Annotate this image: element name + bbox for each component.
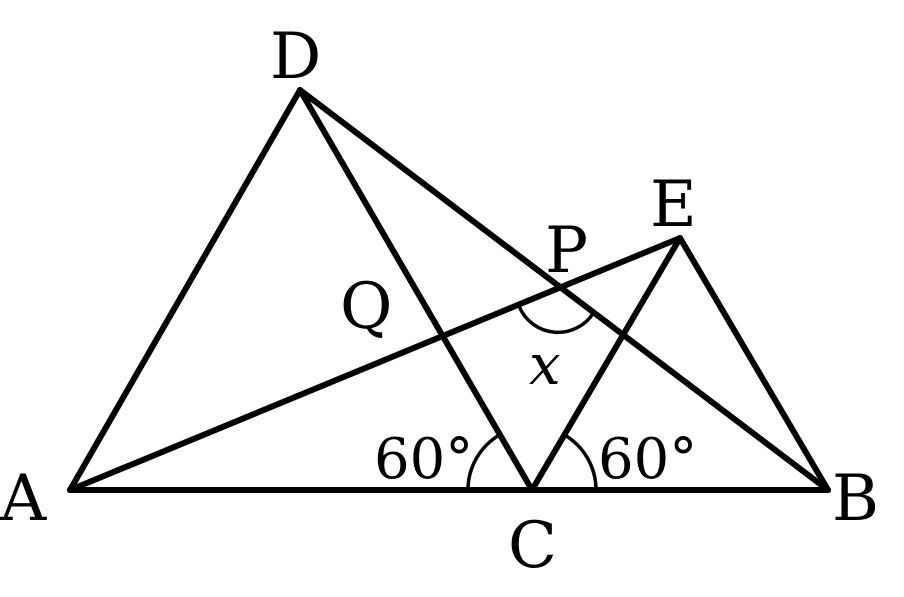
label-point-d: D: [270, 20, 321, 94]
segment-ce: [529, 235, 683, 493]
segment-eb: [677, 235, 831, 493]
angle-arc-ecb: [563, 433, 598, 491]
angle-arc-x: [517, 305, 596, 335]
segment-dc: [297, 87, 535, 493]
label-angle-ecb: 60°: [598, 427, 697, 492]
label-point-q: Q: [340, 270, 392, 344]
segment-db: [297, 87, 831, 493]
label-point-b: B: [832, 462, 879, 536]
label-point-c: C: [508, 509, 557, 583]
segment-ae: [67, 235, 683, 493]
label-point-e: E: [650, 168, 697, 242]
angle-arc-acd: [466, 433, 501, 491]
label-angle-x: x: [529, 333, 561, 398]
segment-ad: [67, 87, 303, 493]
label-point-a: A: [0, 462, 47, 536]
label-point-p: P: [545, 214, 588, 288]
label-angle-acd: 60°: [374, 427, 473, 492]
